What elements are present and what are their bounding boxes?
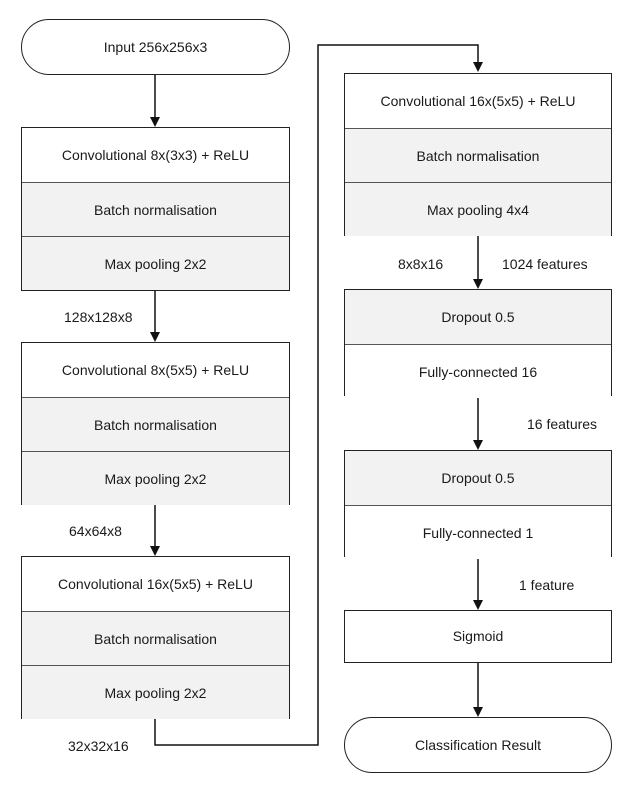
right-block-fc2-dropout: Dropout 0.5 [345, 451, 611, 505]
left-block-3-batchnorm: Batch normalisation [22, 611, 289, 665]
left-block-1-pool: Max pooling 2x2 [22, 236, 289, 290]
output-label: Classification Result [414, 737, 542, 753]
right-block-fc1-fc: Fully-connected 16 [345, 344, 611, 398]
left-block-3-conv: Convolutional 16x(5x5) + ReLU [22, 557, 289, 611]
left-block-3: Convolutional 16x(5x5) + ReLU Batch norm… [21, 556, 290, 719]
arrow-block3-to-right-conv [154, 44, 483, 746]
features-label-16: 16 features [527, 416, 598, 432]
left-block-2-pool: Max pooling 2x2 [22, 451, 289, 505]
sigmoid-block: Sigmoid [344, 610, 612, 663]
left-block-1: Convolutional 8x(3x3) + ReLU Batch norma… [21, 127, 290, 291]
left-block-2-conv: Convolutional 8x(5x5) + ReLU [22, 343, 289, 397]
right-block-conv: Convolutional 16x(5x5) + ReLU Batch norm… [344, 73, 612, 236]
right-block-conv-conv: Convolutional 16x(5x5) + ReLU [345, 74, 611, 128]
left-block-2: Convolutional 8x(5x5) + ReLU Batch norma… [21, 342, 290, 505]
right-block-fc2: Dropout 0.5 Fully-connected 1 [344, 450, 612, 559]
left-block-1-conv: Convolutional 8x(3x3) + ReLU [22, 128, 289, 182]
right-block-fc1: Dropout 0.5 Fully-connected 16 [344, 289, 612, 398]
input-terminal: Input 256x256x3 [21, 19, 290, 75]
right-block-fc1-dropout: Dropout 0.5 [345, 290, 611, 344]
features-label-1024: 1024 features [502, 256, 588, 272]
left-block-2-batchnorm: Batch normalisation [22, 397, 289, 451]
left-block-1-batchnorm: Batch normalisation [22, 182, 289, 236]
output-terminal: Classification Result [344, 717, 612, 773]
right-block-conv-batchnorm: Batch normalisation [345, 128, 611, 182]
shape-label-32: 32x32x16 [68, 738, 129, 754]
left-block-3-pool: Max pooling 2x2 [22, 665, 289, 719]
shape-label-64: 64x64x8 [69, 523, 122, 539]
right-block-conv-pool: Max pooling 4x4 [345, 182, 611, 236]
input-label: Input 256x256x3 [103, 39, 208, 55]
shape-label-8x8x16: 8x8x16 [398, 256, 444, 272]
sigmoid-label: Sigmoid [345, 611, 611, 661]
right-block-fc2-fc: Fully-connected 1 [345, 505, 611, 559]
features-label-1: 1 feature [519, 577, 575, 593]
shape-label-128: 128x128x8 [64, 309, 133, 325]
